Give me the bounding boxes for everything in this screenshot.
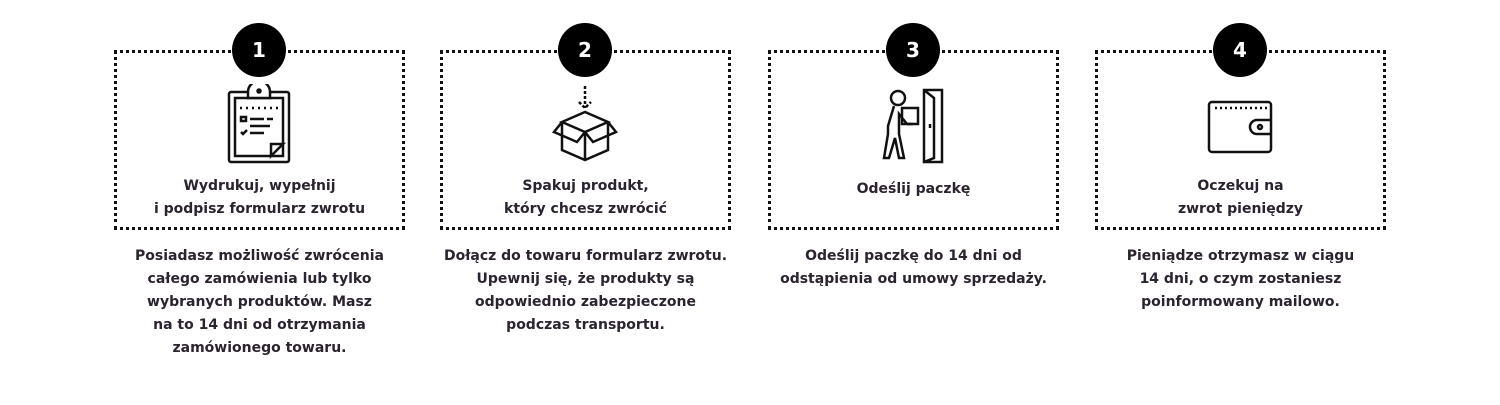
step-description: Posiadasz możliwość zwrócenia całego zam… [135, 248, 384, 356]
step-number: 1 [232, 23, 286, 77]
courier-door-icon [882, 88, 944, 164]
step-title: Wydrukuj, wypełnij i podpisz formularz z… [153, 178, 366, 217]
step-description: Pieniądze otrzymasz w ciągu 14 dni, o cz… [1126, 248, 1355, 310]
step-title: Spakuj produkt, który chcesz zwrócić [504, 178, 667, 217]
step-number: 3 [886, 23, 940, 77]
step-number: 2 [558, 23, 612, 77]
step-number: 4 [1213, 23, 1267, 77]
wallet-icon [1207, 100, 1273, 154]
box-icon [552, 86, 618, 162]
step-description: Dołącz do towaru formularz zwrotu. Upewn… [443, 248, 728, 333]
clipboard-icon [227, 84, 291, 164]
step-description: Odeślij paczkę do 14 dni od odstąpienia … [780, 248, 1047, 287]
step-title: Oczekuj na zwrot pieniędzy [1177, 178, 1304, 217]
step-title: Odeślij paczkę [856, 181, 971, 197]
